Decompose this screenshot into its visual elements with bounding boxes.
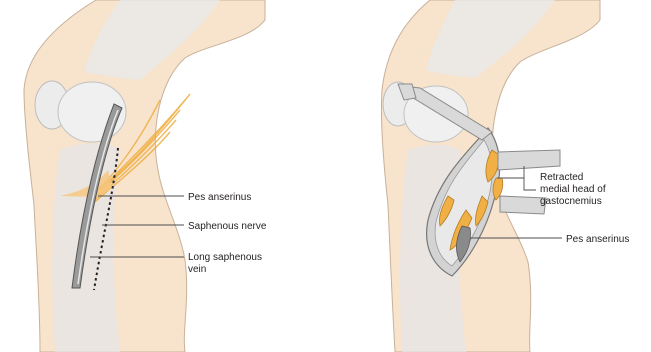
label-pes-anserinus-left: Pes anserinus (188, 192, 251, 203)
label-long-saphenous-vein-1: Long saphenous (188, 252, 262, 263)
label-saphenous-nerve: Saphenous nerve (188, 221, 267, 232)
label-retracted-3: gastocnemius (540, 196, 602, 207)
label-pes-anserinus-right: Pes anserinus (566, 234, 629, 245)
label-retracted-1: Retracted (540, 172, 583, 183)
label-long-saphenous-vein-2: vein (188, 264, 206, 275)
right-knee-figure: Retracted medial head of gastocnemius Pe… (381, 0, 629, 352)
label-retracted-2: medial head of (540, 184, 606, 195)
retractor-right-top (498, 150, 560, 170)
left-knee-figure: Pes anserinus Saphenous nerve Long saphe… (24, 0, 267, 352)
